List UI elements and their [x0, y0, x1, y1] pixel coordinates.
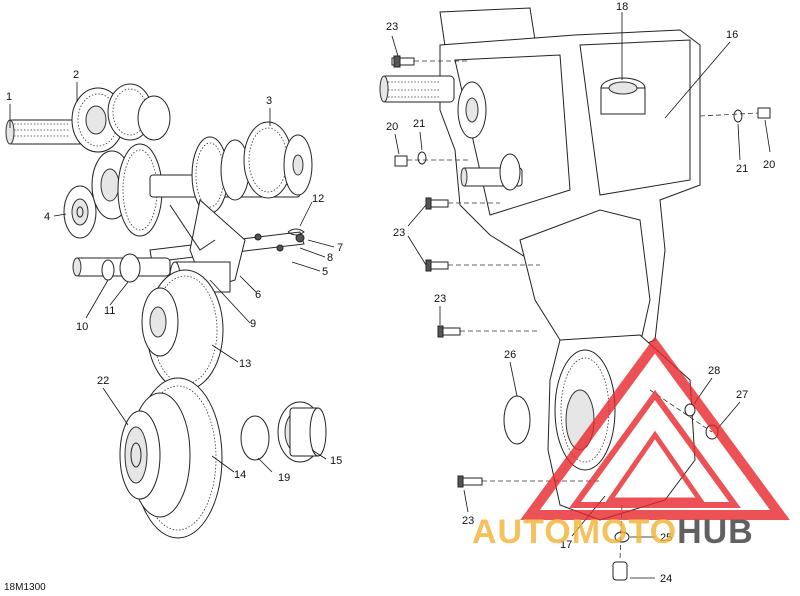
bearing-4 [63, 185, 97, 239]
watermark-text-automoto: AUTOMOTO [472, 513, 677, 551]
left-gear-assembly [5, 83, 327, 539]
bolt-23-low-a [437, 325, 461, 338]
callout-19: 19 [278, 472, 290, 484]
callout-11: 11 [104, 305, 115, 317]
oring-26 [503, 395, 531, 445]
callout-4: 4 [44, 211, 50, 223]
screw-20-right [757, 107, 771, 119]
callout-27: 27 [736, 389, 748, 401]
callout-20-left: 20 [386, 121, 398, 133]
watermark-text-hub: HUB [677, 513, 754, 551]
callout-7: 7 [337, 242, 343, 254]
callout-8: 8 [327, 252, 333, 264]
bolt-23-top [391, 55, 415, 68]
bolt-23-mid-a [425, 197, 449, 210]
gear-13 [141, 269, 224, 391]
callout-16: 16 [726, 29, 738, 41]
callout-10: 10 [76, 321, 88, 333]
washer-28 [684, 403, 696, 417]
bolt-23-mid-b [425, 259, 449, 272]
callout-18: 18 [616, 1, 628, 13]
watermark-triangle-inner [569, 389, 741, 508]
callout-12: 12 [312, 193, 324, 205]
gear-14-assembly [119, 377, 223, 539]
watermark-triangle-core [605, 430, 705, 503]
callout-13: 13 [239, 358, 251, 370]
callout-22: 22 [97, 375, 109, 387]
callout-20-right: 20 [763, 159, 775, 171]
washer-25 [614, 531, 630, 543]
output-shaft [379, 75, 487, 139]
callout-1: 1 [6, 91, 12, 103]
figure-code: 18M1300 [4, 582, 46, 593]
callout-23-bottom: 23 [462, 515, 474, 527]
screw-20-left [394, 155, 408, 167]
callout-26: 26 [504, 349, 516, 361]
automotohub-watermark-logo: AUTOMOTOHUB [472, 336, 790, 551]
callout-labels: 1 2 3 4 5 6 7 8 9 10 11 12 13 14 15 16 1 [6, 1, 775, 585]
bolt-23-low-b [457, 475, 483, 488]
callout-3: 3 [266, 95, 272, 107]
watermark-triangle-outer [520, 336, 790, 520]
circlip-19 [240, 415, 270, 461]
callout-21-right: 21 [736, 163, 748, 175]
bushing-15 [277, 401, 327, 463]
callout-25: 25 [660, 532, 672, 544]
callout-23-top: 23 [386, 21, 398, 33]
countershaft-gears [91, 121, 313, 237]
shift-fork-assembly [72, 199, 305, 293]
callout-23-low: 23 [434, 293, 446, 305]
callout-17: 17 [560, 539, 572, 551]
washer-21-right [733, 109, 743, 123]
callout-9: 9 [250, 318, 256, 330]
callout-5: 5 [322, 266, 328, 278]
fill-plug-18 [600, 77, 646, 115]
callout-23-mid: 23 [393, 227, 405, 239]
callout-2: 2 [73, 69, 79, 81]
callout-24: 24 [660, 573, 672, 585]
callout-15: 15 [330, 455, 342, 467]
callout-6: 6 [255, 289, 261, 301]
callout-28: 28 [708, 365, 720, 377]
callout-21-left: 21 [413, 118, 425, 130]
watermark-text: AUTOMOTOHUB [472, 513, 754, 551]
washer-21-left [417, 151, 427, 165]
second-shaft [460, 153, 523, 191]
callout-14: 14 [234, 469, 246, 481]
drive-gear-cluster [71, 83, 171, 153]
drain-plug-24 [612, 561, 628, 581]
